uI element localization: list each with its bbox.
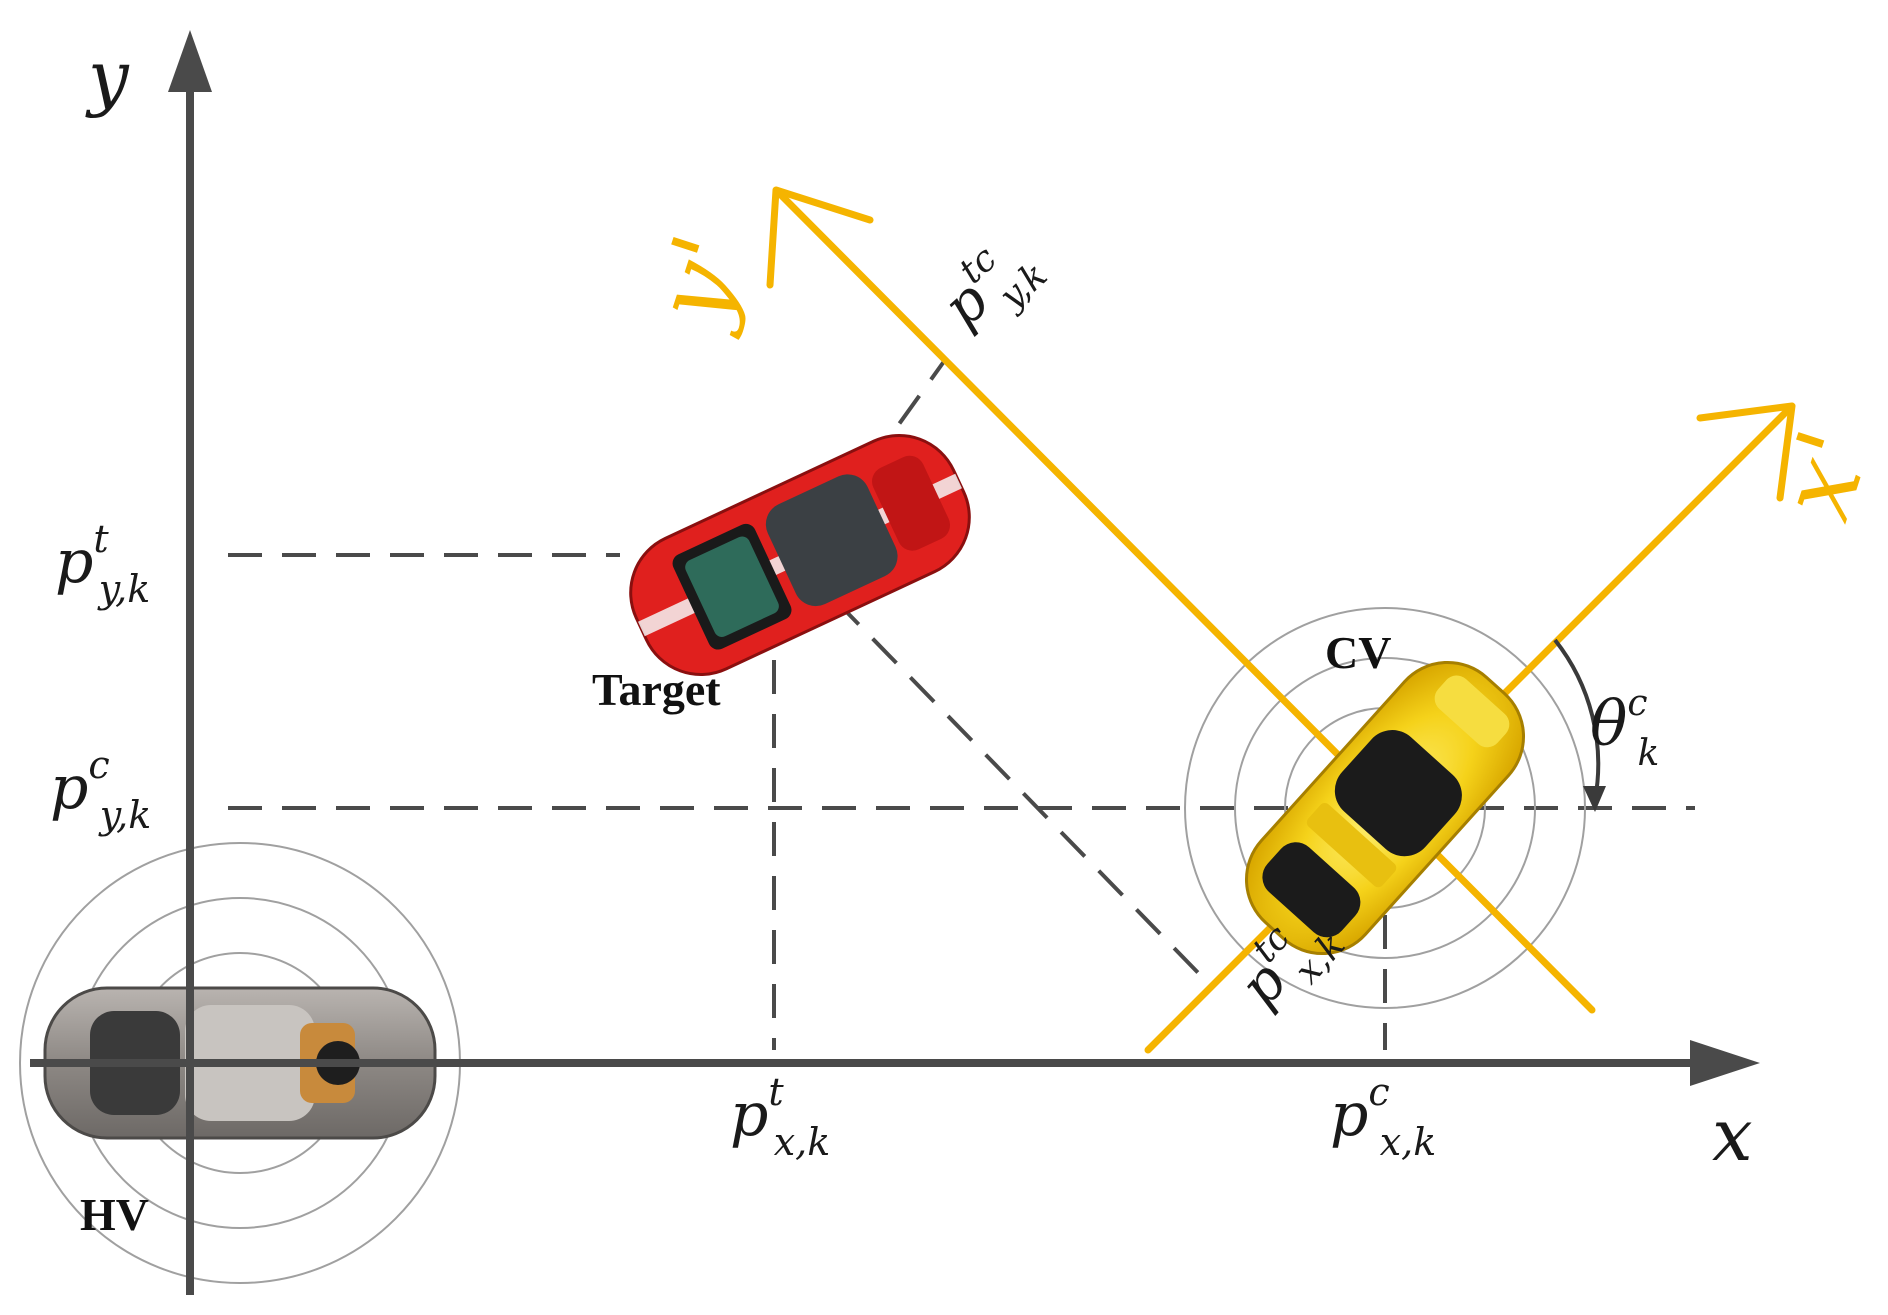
y-axis-arrowhead [168,30,212,92]
x-prime-label: x' [1757,416,1888,532]
target-car [629,434,971,676]
x-axis-arrowhead [1690,1040,1760,1086]
x-prime-arrowhead [1696,402,1796,502]
hv-label: HV [80,1189,149,1240]
y-prime-label: y' [630,221,768,341]
target-label: Target [592,664,721,715]
theta-arc [1553,638,1606,812]
cv-label: CV [1325,627,1391,678]
cv-car [1244,660,1526,956]
main-axes [30,30,1760,1295]
y-prime-axis [774,188,1596,1014]
x-axis-label: x [1712,1093,1753,1177]
target-to-xprime-line [833,598,1212,987]
y-axis-label: y [85,35,130,119]
p-y-tc-label: ptcy,k [925,220,1056,350]
y-prime-arrowhead [766,186,874,289]
